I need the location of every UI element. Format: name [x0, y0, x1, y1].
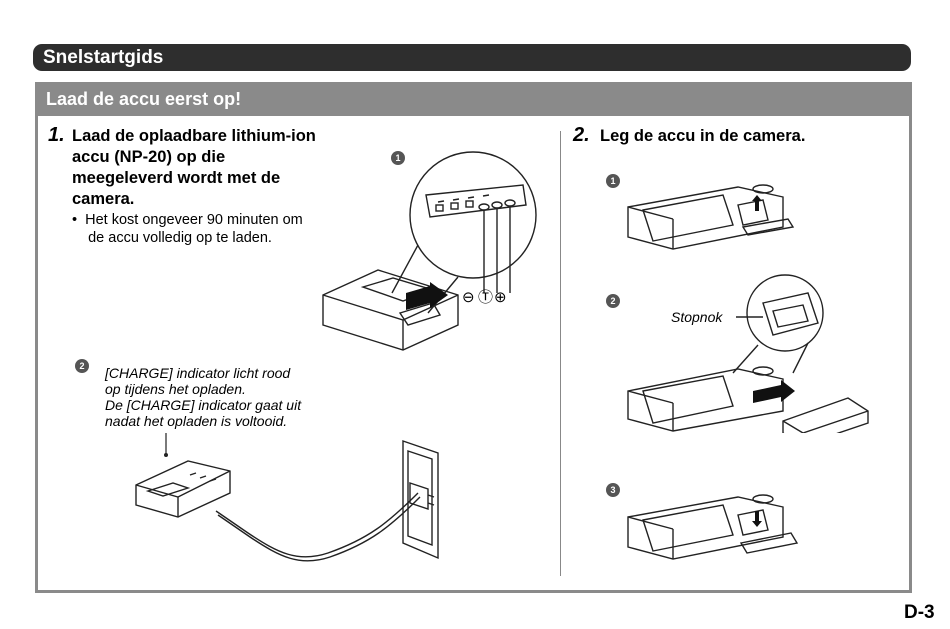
charger-wall-outlet-illustration [135, 433, 439, 562]
bullet-line: de accu volledig op te laden. [72, 230, 272, 246]
step-1-line: meegeleverd wordt met de [72, 169, 281, 187]
step-1-text: Laad de oplaadbare lithium-ion accu (NP-… [72, 126, 316, 210]
instruction-panel: Laad de accu eerst op! 1. Laad de oplaad… [35, 82, 912, 593]
step-1-number: 1. [48, 124, 65, 146]
step-1-line: accu (NP-20) op die [72, 148, 226, 166]
step-2-number: 2. [573, 124, 590, 146]
step-2-text: Leg de accu in de camera. [600, 127, 806, 145]
bullet-line: • Het kost ongeveer 90 minuten om [72, 212, 303, 228]
callout-badge-2: 2 [75, 359, 89, 373]
camera-insert-battery-illustration [627, 274, 869, 433]
note-line: nadat het opladen is voltooid. [105, 413, 288, 429]
callout-badge-r2: 2 [606, 294, 620, 308]
camera-close-cover-illustration [627, 494, 799, 560]
camera-open-cover-illustration [627, 184, 795, 250]
step-1-bullet: • Het kost ongeveer 90 minuten om de acc… [72, 211, 303, 247]
page-number: D-3 [904, 602, 935, 623]
step-1-line: Laad de oplaadbare lithium-ion [72, 127, 316, 145]
step-1-line: camera. [72, 190, 135, 208]
charger-illustration [322, 151, 537, 351]
panel-header: Laad de accu eerst op! [38, 85, 909, 116]
callout-badge-1: 1 [391, 151, 405, 165]
terminal-label-t: Ⓣ [478, 289, 494, 306]
column-divider [560, 131, 561, 576]
section-title: Snelstartgids [43, 47, 164, 68]
section-header-bar: Snelstartgids [33, 44, 911, 71]
note-line: op tijdens het opladen. [105, 381, 246, 397]
callout-badge-r1: 1 [606, 174, 620, 188]
note-line: [CHARGE] indicator licht rood [105, 365, 291, 381]
charge-indicator-note: [CHARGE] indicator licht rood op tijdens… [105, 365, 301, 429]
callout-badge-r3: 3 [606, 483, 620, 497]
panel-title: Laad de accu eerst op! [46, 89, 242, 109]
terminal-label-plus: ⊕ [494, 289, 507, 306]
stopnok-label: Stopnok [671, 309, 723, 325]
note-line: De [CHARGE] indicator gaat uit [105, 397, 302, 413]
terminal-label-minus: ⊖ [462, 289, 476, 306]
